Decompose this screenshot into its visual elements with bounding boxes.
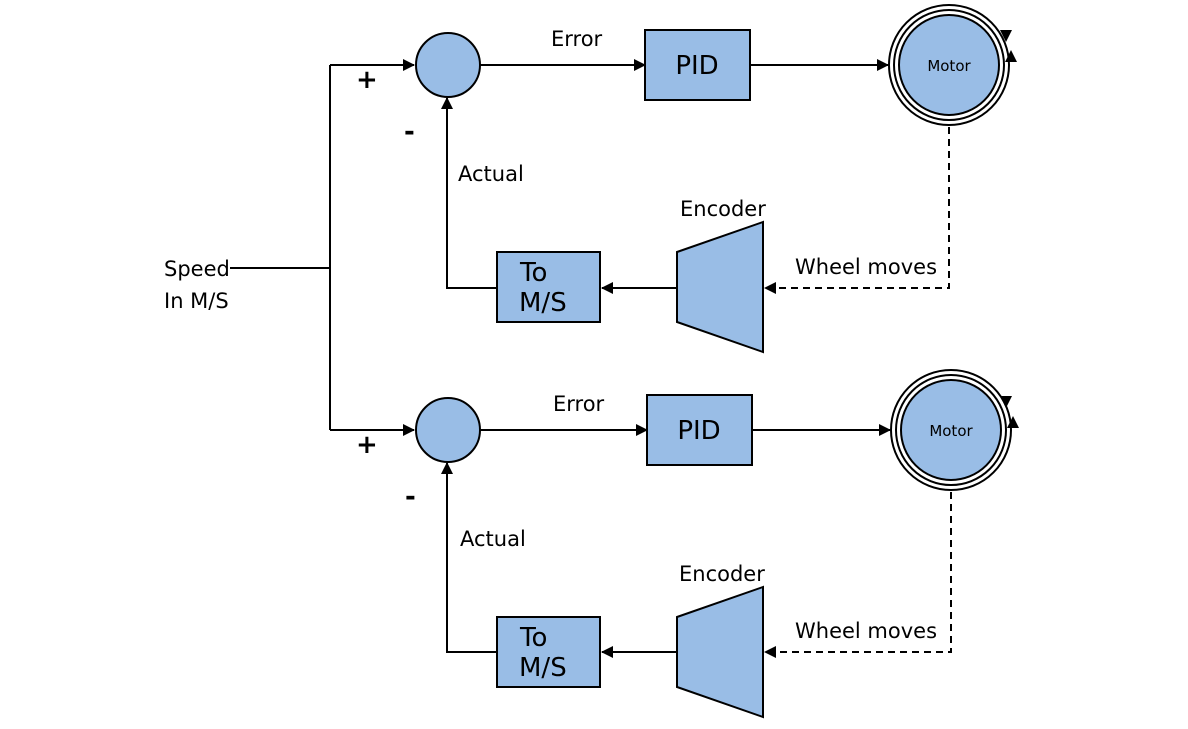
rotation-arrow-icon bbox=[1000, 396, 1012, 408]
actual-label: Actual bbox=[460, 527, 526, 551]
encoder-block bbox=[676, 220, 764, 354]
converter-label-line1: To bbox=[519, 623, 547, 653]
converter-label-line2: M/S bbox=[519, 653, 567, 683]
motor-label: Motor bbox=[927, 57, 971, 75]
control-loop-1: + - Error PID Motor Wheel moves Encoder … bbox=[330, 4, 1017, 354]
control-loop-2: + - Error PID Motor Wheel moves Encoder … bbox=[330, 369, 1019, 719]
wheel-feedback-arrowhead bbox=[764, 282, 776, 294]
summing-junction bbox=[415, 32, 481, 98]
converter-label-line1: To bbox=[519, 258, 547, 288]
wheel-feedback-arrowhead bbox=[764, 646, 776, 658]
pid-block bbox=[646, 394, 753, 466]
wheel-label: Wheel moves bbox=[795, 619, 937, 643]
minus-sign: - bbox=[404, 117, 415, 147]
actual-feedback-arrow bbox=[441, 97, 497, 289]
encoder-block bbox=[676, 585, 764, 719]
motor-label: Motor bbox=[929, 422, 973, 440]
pid-label: PID bbox=[675, 51, 718, 81]
plus-sign: + bbox=[356, 65, 378, 95]
converter-block bbox=[496, 251, 601, 323]
minus-sign: - bbox=[405, 482, 416, 512]
encoder-label: Encoder bbox=[679, 562, 765, 586]
rotation-arrow-icon bbox=[1005, 50, 1017, 62]
summing-junction bbox=[415, 397, 481, 463]
wheel-label: Wheel moves bbox=[795, 255, 937, 279]
wheel-feedback-line bbox=[764, 127, 950, 289]
input-label-line2: In M/S bbox=[164, 289, 229, 313]
plus-sign: + bbox=[356, 430, 378, 460]
motor bbox=[890, 369, 1019, 491]
error-label: Error bbox=[553, 392, 605, 416]
input-label-line1: Speed bbox=[164, 257, 230, 281]
encoder-label: Encoder bbox=[680, 197, 766, 221]
pid-label: PID bbox=[677, 416, 720, 446]
rotation-arrow-icon bbox=[1000, 30, 1012, 42]
actual-label: Actual bbox=[458, 162, 524, 186]
pid-block bbox=[644, 29, 751, 101]
actual-feedback-arrow bbox=[441, 462, 497, 653]
motor bbox=[888, 4, 1017, 126]
converter-label-line2: M/S bbox=[519, 288, 567, 318]
rotation-arrow-icon bbox=[1007, 416, 1019, 428]
wheel-feedback-line bbox=[764, 492, 952, 653]
error-label: Error bbox=[551, 27, 603, 51]
